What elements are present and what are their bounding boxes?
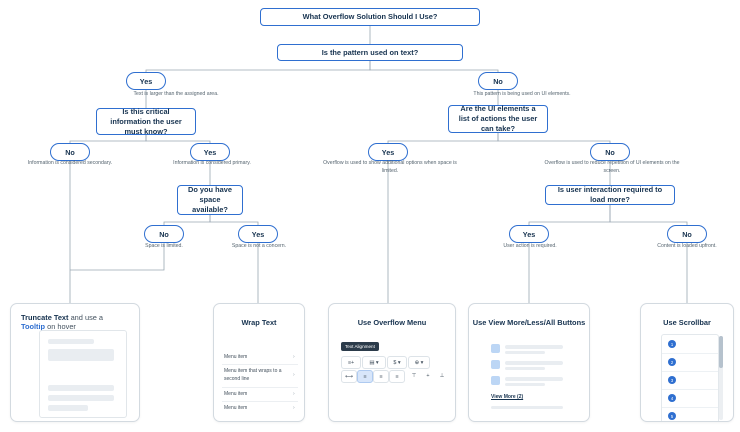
list-item[interactable]: 4 xyxy=(662,389,718,408)
card-overflow-title: Use Overflow Menu xyxy=(357,318,427,327)
truncate-title-link[interactable]: Tooltip xyxy=(21,322,46,331)
toolbar-button-align-left[interactable]: ≡ xyxy=(357,370,373,383)
pill-no-ui-list: No xyxy=(590,143,630,161)
list-item[interactable]: 5 xyxy=(662,407,718,421)
truncate-preview-frame xyxy=(39,330,127,418)
pill-yes-text: Yes xyxy=(126,72,166,90)
wrap-menu-item-4[interactable]: Menu item xyxy=(224,405,248,411)
toolbar-button-currency[interactable]: $ ▾ xyxy=(387,356,407,369)
placeholder-bar xyxy=(48,395,114,401)
pill-yes-space: Yes xyxy=(238,225,278,243)
truncate-title-end: on hover xyxy=(45,322,76,331)
placeholder-bar xyxy=(505,361,563,365)
card-view-more: Use View More/Less/All Buttons View More… xyxy=(468,303,590,422)
placeholder-bar xyxy=(491,406,563,409)
scroll-list[interactable]: 1 2 3 4 5 xyxy=(661,334,719,421)
card-scrollbar-title: Use Scrollbar xyxy=(663,318,711,327)
note-primary: Information is considered primary. xyxy=(173,160,251,166)
placeholder-bar xyxy=(505,345,563,349)
list-item-number: 5 xyxy=(668,412,676,420)
list-item[interactable]: 1 xyxy=(662,335,718,354)
wrap-menu-item-3[interactable]: Menu item xyxy=(224,391,248,397)
truncate-title-strong: Truncate Text xyxy=(21,313,69,322)
pill-no-interaction: No xyxy=(667,225,707,243)
toolbar-button-indent[interactable]: ⟷ xyxy=(341,370,357,383)
card-truncate-title: Truncate Text and use a Tooltip on hover xyxy=(21,313,129,331)
chevron-right-icon: › xyxy=(293,372,295,378)
note-secondary: Information is considered secondary. xyxy=(27,160,113,166)
scrollbar-track[interactable] xyxy=(719,336,723,420)
toolbar-button-align-right[interactable]: ≡ xyxy=(389,370,405,383)
pill-no-space: No xyxy=(144,225,184,243)
list-item[interactable]: 2 xyxy=(662,353,718,372)
wrap-menu-item-1[interactable]: Menu item xyxy=(224,354,248,360)
list-bullet xyxy=(491,376,500,385)
node-question-space: Do you have space available? xyxy=(177,185,243,215)
toolbar-button-valign-top[interactable]: ⊤ xyxy=(408,370,420,381)
toolbar-button-list[interactable]: ≡+ xyxy=(341,356,361,369)
scrollbar-thumb[interactable] xyxy=(719,336,723,368)
note-text-larger: Text is larger than the assigned area. xyxy=(133,91,219,97)
card-overflow-menu: Use Overflow Menu Text Alignment ≡+ ▤ ▾ … xyxy=(328,303,456,422)
note-space-not-concern: Space is not a concern. xyxy=(231,243,287,249)
list-item-number: 2 xyxy=(668,358,676,366)
list-item-number: 3 xyxy=(668,376,676,384)
node-question-pattern: Is the pattern used on text? xyxy=(277,44,463,61)
card-view-more-title: Use View More/Less/All Buttons xyxy=(472,318,586,327)
placeholder-bar xyxy=(48,349,114,361)
pill-yes-ui-list: Yes xyxy=(368,143,408,161)
pill-no-critical: No xyxy=(50,143,90,161)
placeholder-bar xyxy=(48,339,94,344)
chevron-right-icon: › xyxy=(293,354,295,360)
note-user-action: User action is required. xyxy=(503,243,557,249)
note-ui-elements: This pattern is being used on UI element… xyxy=(473,91,571,97)
node-question-interaction: Is user interaction required to load mor… xyxy=(545,185,675,205)
list-item-number: 1 xyxy=(668,340,676,348)
card-wrap-text: Wrap Text Menu item › Menu item that wra… xyxy=(213,303,305,422)
list-bullet xyxy=(491,344,500,353)
card-scrollbar: Use Scrollbar 1 2 3 4 5 xyxy=(640,303,734,422)
note-overflow-additional: Overflow is used to show additional opti… xyxy=(323,160,457,174)
pill-yes-interaction: Yes xyxy=(509,225,549,243)
node-question-critical: Is this critical information the user mu… xyxy=(96,107,196,136)
text-alignment-chip: Text Alignment xyxy=(341,342,379,351)
list-bullet xyxy=(491,360,500,369)
toolbar-button-align-center[interactable]: ≡ xyxy=(373,370,389,383)
menu-divider xyxy=(222,387,298,388)
placeholder-bar xyxy=(48,385,114,391)
node-question-ui-list: Are the UI elements a list of actions th… xyxy=(448,104,548,133)
truncate-title-mid: and use a xyxy=(68,313,104,322)
note-overflow-repetition: Overflow is used to reduce repetition of… xyxy=(544,160,680,174)
menu-divider xyxy=(222,364,298,365)
placeholder-bar xyxy=(505,351,545,354)
chevron-right-icon: › xyxy=(293,391,295,397)
menu-divider xyxy=(222,401,298,402)
wrap-menu-item-2[interactable]: Menu item that wraps to a second line xyxy=(224,368,282,382)
chevron-right-icon: › xyxy=(293,405,295,411)
card-wrap-title: Wrap Text xyxy=(241,318,277,327)
toolbar-button-valign-middle[interactable]: + xyxy=(422,370,434,381)
placeholder-bar xyxy=(505,377,563,381)
note-loaded-upfront: Content is loaded upfront. xyxy=(657,243,717,249)
note-space-limited: Space is limited. xyxy=(145,243,183,249)
placeholder-bar xyxy=(48,405,88,411)
list-item[interactable]: 3 xyxy=(662,371,718,390)
toolbar-button-align[interactable]: ▤ ▾ xyxy=(362,356,386,369)
node-title: What Overflow Solution Should I Use? xyxy=(260,8,480,26)
chip-label: Text Alignment xyxy=(345,344,375,349)
pill-yes-critical: Yes xyxy=(190,143,230,161)
placeholder-bar xyxy=(505,383,545,386)
placeholder-bar xyxy=(505,367,545,370)
card-truncate-text: Truncate Text and use a Tooltip on hover… xyxy=(10,303,140,422)
view-more-link[interactable]: View More (2) xyxy=(491,394,524,400)
toolbar-button-valign-bottom[interactable]: ⊥ xyxy=(436,370,448,381)
pill-no-ui: No xyxy=(478,72,518,90)
list-item-number: 4 xyxy=(668,394,676,402)
toolbar-button-more[interactable]: ⊕ ▾ xyxy=(408,356,430,369)
